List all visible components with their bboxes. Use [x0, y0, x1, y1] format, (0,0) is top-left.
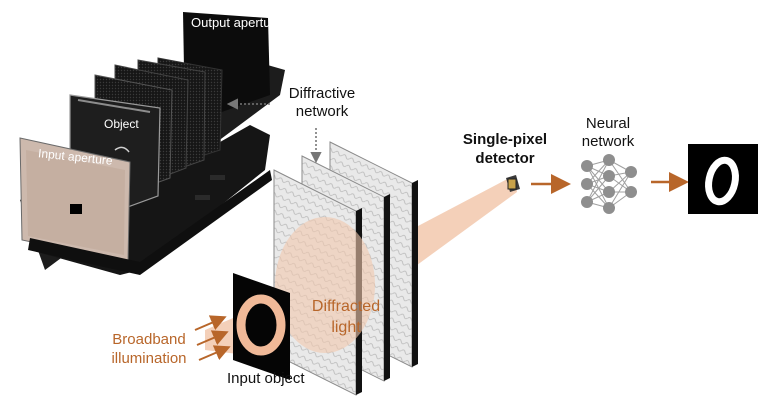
setup-photo [20, 12, 285, 275]
input-object-label: Input object [227, 370, 305, 387]
neural-network-graph [587, 160, 631, 208]
diffractive-layers [274, 142, 418, 395]
object-label: Object [104, 117, 139, 131]
diffracted-light-label: Diffracted light [306, 296, 386, 338]
output-aperture-label: Output aperture [191, 15, 282, 30]
neural-network-nodes [581, 154, 637, 214]
input-aperture-hole [70, 204, 82, 214]
detector-label: Single-pixel detector [450, 130, 560, 168]
neural-network-label: Neural network [568, 115, 648, 151]
diffractive-network-label: Diffractive network [276, 85, 368, 121]
broadband-illumination-label: Broadband illumination [96, 330, 202, 368]
detector-chip [506, 175, 520, 192]
